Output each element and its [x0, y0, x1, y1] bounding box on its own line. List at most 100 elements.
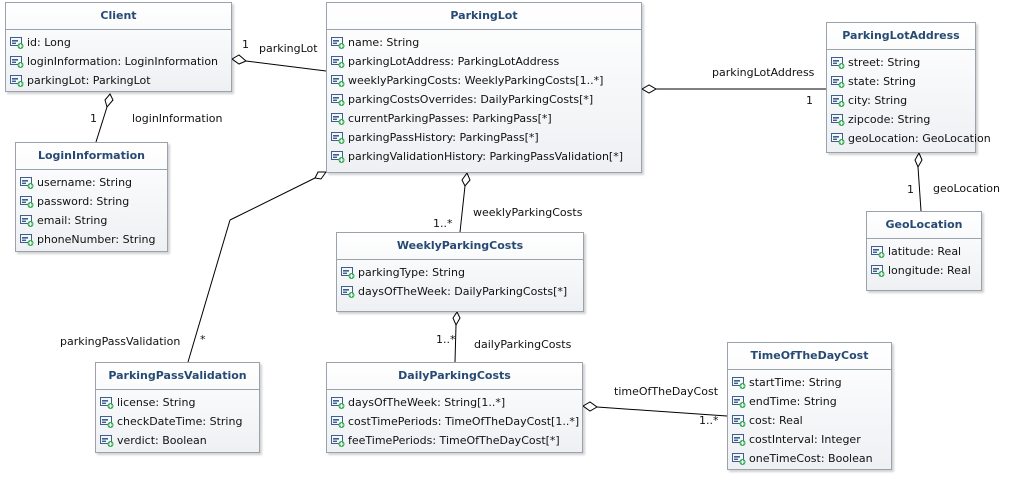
attribute-row[interactable]: checkDateTime: String	[96, 412, 259, 431]
edge-client-parkinglot	[245, 60, 327, 72]
attribute-list: parkingType: String daysOfTheWeek: DailyP…	[337, 260, 583, 301]
diamond-weekly-daily	[452, 311, 461, 327]
attribute-icon	[831, 75, 845, 88]
attribute-row[interactable]: parkingCostsOverrides: DailyParkingCosts…	[327, 90, 641, 109]
attribute-row[interactable]: startTime: String	[728, 373, 891, 392]
role-weekly-daily: dailyParkingCosts	[474, 338, 572, 351]
diamond-client-parkinglot	[231, 54, 247, 65]
attribute-row[interactable]: password: String	[16, 192, 167, 211]
attribute-icon	[331, 131, 345, 144]
attribute-text: costInterval: Integer	[749, 433, 861, 446]
attribute-row[interactable]: longitude: Real	[867, 261, 981, 280]
mult-weekly-daily: 1..*	[436, 333, 456, 346]
attribute-row[interactable]: parkingLotAddress: ParkingLotAddress	[327, 52, 641, 71]
attribute-icon	[331, 150, 345, 163]
attribute-row[interactable]: costInterval: Integer	[728, 430, 891, 449]
attribute-row[interactable]: parkingValidationHistory: ParkingPassVal…	[327, 147, 641, 166]
attribute-text: password: String	[37, 195, 130, 208]
edge-lot-validation	[229, 177, 316, 221]
attribute-row[interactable]: feeTimePeriods: TimeOfTheDayCost[*]	[327, 431, 582, 450]
attribute-row[interactable]: zipcode: String	[827, 110, 975, 129]
attribute-row[interactable]: loginInformation: LoginInformation	[6, 52, 231, 71]
attribute-text: daysOfTheWeek: DailyParkingCosts[*]	[358, 285, 568, 298]
attribute-list: name: String parkingLotAddress: ParkingLo…	[327, 30, 641, 166]
attribute-row[interactable]: parkingType: String	[337, 263, 583, 282]
attribute-text: parkingCostsOverrides: DailyParkingCosts…	[348, 93, 594, 106]
class-title: WeeklyParkingCosts	[337, 233, 583, 260]
class-weekly-parking-costs[interactable]: WeeklyParkingCosts parkingType: String day…	[336, 232, 584, 312]
diamond-client-login	[104, 93, 114, 109]
attribute-text: endTime: String	[749, 395, 837, 408]
attribute-icon	[10, 36, 24, 49]
attribute-row[interactable]: phoneNumber: String	[16, 230, 167, 249]
attribute-text: parkingLot: ParkingLot	[27, 74, 151, 87]
class-parking-lot-address[interactable]: ParkingLotAddress street: String state: St…	[826, 22, 991, 153]
attribute-text: latitude: Real	[888, 245, 962, 258]
attribute-text: cost: Real	[749, 414, 803, 427]
attribute-row[interactable]: city: String	[827, 91, 975, 110]
attribute-row[interactable]: daysOfTheWeek: String[1..*]	[327, 393, 582, 412]
diamond-lot-validation	[314, 171, 327, 180]
attribute-text: name: String	[348, 36, 420, 49]
edge-weekly-daily	[454, 324, 457, 363]
edge-address-geo	[917, 166, 922, 212]
attribute-row[interactable]: parkingPassHistory: ParkingPass[*]	[327, 128, 641, 147]
attribute-icon	[732, 452, 746, 465]
class-login-information[interactable]: LoginInformation username: String password…	[15, 142, 168, 252]
attribute-icon	[732, 376, 746, 389]
class-title: LoginInformation	[16, 143, 167, 170]
attribute-text: longitude: Real	[888, 264, 971, 277]
class-title: ParkingLotAddress	[827, 23, 975, 50]
attribute-text: verdict: Boolean	[117, 434, 207, 447]
diamond-daily-timecost	[582, 401, 598, 412]
attribute-icon	[831, 94, 845, 107]
attribute-text: parkingPassHistory: ParkingPass[*]	[348, 131, 539, 144]
attribute-text: parkingValidationHistory: ParkingPassVal…	[348, 150, 624, 163]
role-client-parkinglot: parkingLot	[259, 42, 318, 55]
class-title: GeoLocation	[867, 212, 981, 239]
class-title: ParkingLot	[327, 3, 641, 30]
attribute-icon	[331, 396, 345, 409]
attribute-row[interactable]: username: String	[16, 173, 167, 192]
mult-daily-timecost: 1..*	[699, 414, 719, 427]
attribute-icon	[20, 176, 34, 189]
attribute-row[interactable]: state: String	[827, 72, 975, 91]
attribute-row[interactable]: cost: Real	[728, 411, 891, 430]
attribute-text: parkingLotAddress: ParkingLotAddress	[348, 55, 560, 68]
attribute-row[interactable]: name: String	[327, 33, 641, 52]
attribute-text: daysOfTheWeek: String[1..*]	[348, 396, 506, 409]
attribute-row[interactable]: street: String	[827, 53, 975, 72]
class-geo-location[interactable]: GeoLocation latitude: Real longitude: Real	[866, 211, 982, 291]
attribute-icon	[20, 214, 34, 227]
attribute-icon	[871, 264, 885, 277]
attribute-icon	[331, 112, 345, 125]
attribute-row[interactable]: endTime: String	[728, 392, 891, 411]
attribute-row[interactable]: weeklyParkingCosts: WeeklyParkingCosts[1…	[327, 71, 641, 90]
mult-client-parkinglot: 1	[242, 38, 249, 51]
attribute-row[interactable]: verdict: Boolean	[96, 431, 259, 450]
attribute-row[interactable]: costTimePeriods: TimeOfTheDayCost[1..*]	[327, 412, 582, 431]
attribute-row[interactable]: geoLocation: GeoLocation	[827, 129, 991, 148]
attribute-icon	[732, 395, 746, 408]
attribute-row[interactable]: email: String	[16, 211, 167, 230]
attribute-row[interactable]: license: String	[96, 393, 259, 412]
role-address-geo: geoLocation	[933, 182, 1001, 195]
diamond-lot-address	[640, 84, 658, 94]
attribute-row[interactable]: daysOfTheWeek: DailyParkingCosts[*]	[337, 282, 583, 301]
class-parking-lot[interactable]: ParkingLot name: String parkingLotAddress:…	[326, 2, 642, 173]
attribute-row[interactable]: parkingLot: ParkingLot	[6, 71, 231, 90]
attribute-row[interactable]: id: Long	[6, 33, 231, 52]
role-client-login: loginInformation	[132, 112, 223, 125]
attribute-row[interactable]: latitude: Real	[867, 242, 981, 261]
attribute-text: state: String	[848, 75, 916, 88]
class-title: Client	[6, 3, 231, 30]
edge-daily-timecost	[596, 406, 728, 417]
attribute-row[interactable]: currentParkingPasses: ParkingPass[*]	[327, 109, 641, 128]
attribute-icon	[732, 414, 746, 427]
attribute-row[interactable]: oneTimeCost: Boolean	[728, 449, 891, 468]
